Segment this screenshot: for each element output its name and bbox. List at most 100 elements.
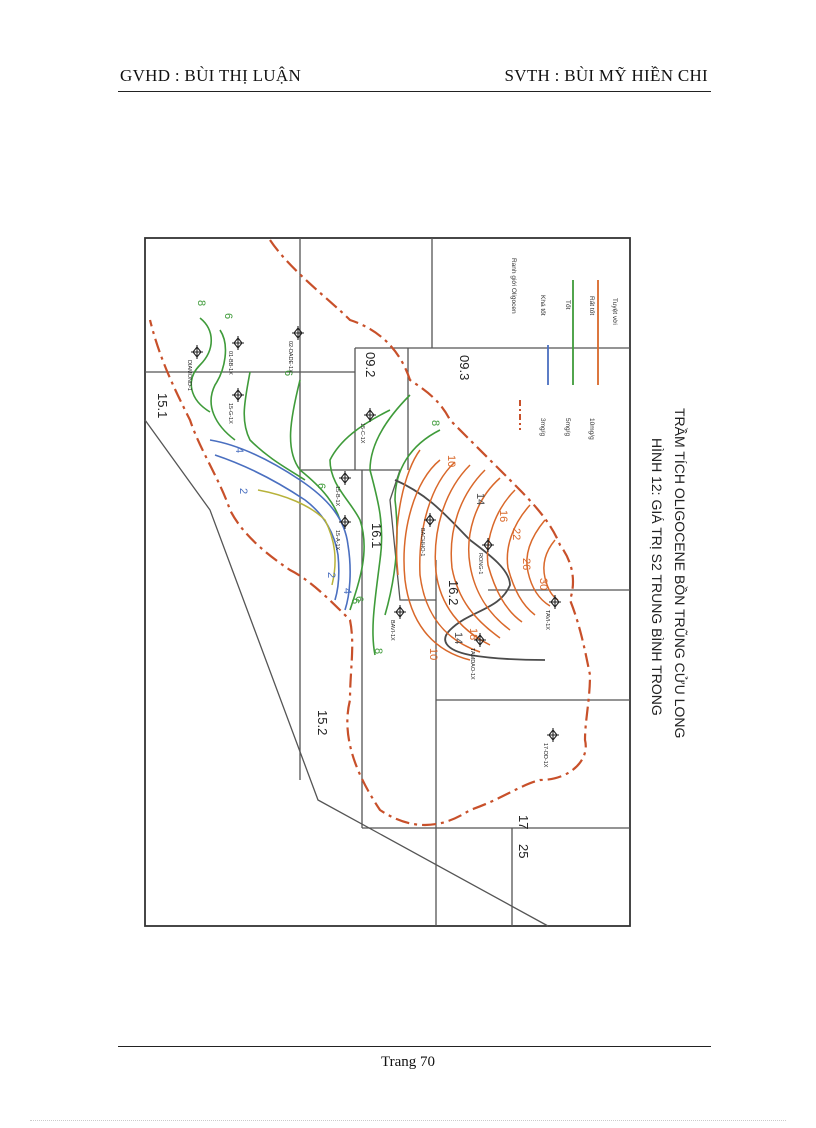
contour-value-label: 6	[282, 370, 294, 376]
bottom-dotted-line	[30, 1120, 786, 1121]
well-marker: 15-G-1X	[227, 388, 244, 424]
block-label: 09.3	[457, 355, 472, 380]
contour-blue	[209, 439, 351, 611]
contour-value-label: 6	[315, 483, 327, 489]
well-symbol-icon	[232, 336, 244, 350]
legend-item-tuyet-voi: Tuyệt vời	[611, 298, 618, 325]
contour-orange	[419, 461, 481, 653]
header-left-instructor: GVHD : BÙI THỊ LUẬN	[120, 66, 302, 85]
contour-value-label: 8	[429, 420, 441, 426]
contour-dark	[394, 479, 546, 661]
block-label: 17	[516, 815, 531, 829]
figure-caption-line1: HÌNH 12: GIÁ TRỊ S2 TRUNG BÌNH TRONG	[649, 438, 665, 716]
well-symbol-icon	[482, 538, 494, 552]
well-symbol-icon	[339, 471, 351, 485]
contour-green	[289, 379, 341, 521]
well-marker: 17-DD-1X	[542, 728, 559, 768]
contour-value-label: 10	[427, 648, 439, 660]
well-symbol-icon	[364, 408, 376, 422]
contour-value-label: 4	[233, 447, 245, 453]
contour-value-label: 4	[341, 588, 353, 594]
well-label: TAVI-1X	[544, 610, 550, 630]
well-symbol-icon	[339, 515, 351, 529]
contour-orange	[486, 489, 523, 623]
well-label: TAMDAO-1X	[469, 648, 475, 680]
footer-rule	[118, 1046, 711, 1047]
contour-blue	[214, 454, 340, 601]
contour-orange	[434, 464, 491, 646]
legend-range: 5mg/g	[564, 418, 571, 436]
well-label: RONG-1	[477, 553, 483, 574]
contour-value-labels: 8 6 6 6 8 4 2 6 4 2 6 8 10 14 16 22 26 3…	[195, 300, 549, 660]
well-label: 15-B-1X	[334, 486, 340, 507]
well-symbol-icon	[292, 326, 304, 340]
contour-value-label: 8	[372, 648, 384, 654]
well-label: 01-BB-1X	[227, 351, 233, 375]
well-label: 15-G-1X	[227, 403, 233, 424]
contour-orange	[395, 449, 421, 576]
contour-yellow	[257, 489, 336, 586]
well-marker: TAVI-1X	[544, 595, 561, 630]
oligocene-boundary	[148, 239, 592, 826]
well-label: 15-C-1X	[359, 423, 365, 444]
legend-label: Ranh giới Oligocen	[510, 258, 517, 314]
contour-green	[384, 429, 441, 616]
well-label: DIAMOND-1	[186, 360, 192, 391]
well-symbol-icon	[549, 595, 561, 609]
well-label: 15-A-1X	[334, 530, 340, 551]
header-right-student: SVTH : BÙI MỸ HIỀN CHI	[504, 66, 708, 85]
contour-value-label: 10	[445, 455, 457, 467]
block-label: 16.2	[446, 580, 461, 605]
well-marker: 15-A-1X	[334, 515, 351, 551]
block-labels: 15.1 09.2 09.3 16.1 16.2 15.2 25 17	[155, 352, 531, 858]
well-label: BAVI-1X	[389, 620, 395, 641]
map-frame	[144, 237, 631, 927]
well-marker: TAMDAO-1X	[469, 633, 486, 680]
legend-item-tot: Tốt 5mg/g	[564, 280, 574, 436]
legend-item-boundary: Ranh giới Oligocen	[510, 258, 521, 430]
page-number: Trang 70	[380, 1054, 436, 1070]
contour-orange	[543, 539, 559, 601]
block-label: 16.1	[369, 523, 384, 548]
contour-value-label: 8	[195, 300, 207, 306]
contour-value-label: 14	[474, 493, 486, 505]
well-label: BACHHO-1	[419, 528, 425, 556]
well-symbol-icon	[191, 345, 203, 359]
contour-value-label: 6	[349, 598, 361, 604]
contour-green	[329, 409, 391, 611]
legend-label: Tuyệt vời	[611, 298, 618, 325]
legend-label: Khá tốt	[539, 295, 548, 316]
block-label: 25	[516, 844, 531, 858]
well-marker: 15-B-1X	[334, 471, 351, 507]
contour-value-label: 2	[237, 488, 249, 494]
well-marker: 01-BB-1X	[227, 336, 244, 375]
contour-green	[190, 317, 213, 413]
block-label: 15.1	[155, 393, 170, 418]
legend-label: Tốt	[564, 300, 573, 310]
well-marker: 15-C-1X	[359, 408, 376, 444]
contour-value-label: 2	[325, 572, 337, 578]
blue-contours	[209, 439, 351, 611]
contour-value-label: 26	[520, 558, 532, 570]
grid-line-shelf-edge	[144, 419, 549, 927]
contour-value-label: 18	[467, 628, 479, 640]
contour-green	[210, 329, 236, 441]
legend: Ranh giới Oligocen Khá tốt 3mg/g Tốt 5mg…	[510, 258, 618, 440]
well-marker: RONG-1	[477, 538, 494, 574]
contour-green	[243, 371, 306, 481]
contour-value-label: 14	[452, 632, 464, 644]
contour-orange	[450, 469, 501, 639]
well-symbol-icon	[474, 633, 486, 647]
well-symbol-icon	[394, 605, 406, 619]
contour-orange	[506, 504, 536, 616]
contour-value-label: 22	[510, 528, 522, 540]
contour-value-label: 6	[353, 596, 365, 602]
well-symbol-icon	[424, 513, 436, 527]
contour-orange	[526, 519, 551, 607]
legend-item-kha-tot: Khá tốt 3mg/g	[539, 295, 549, 436]
contour-value-label: 30	[537, 578, 549, 590]
green-contours	[190, 317, 441, 656]
well-label: 17-DD-1X	[542, 743, 548, 768]
